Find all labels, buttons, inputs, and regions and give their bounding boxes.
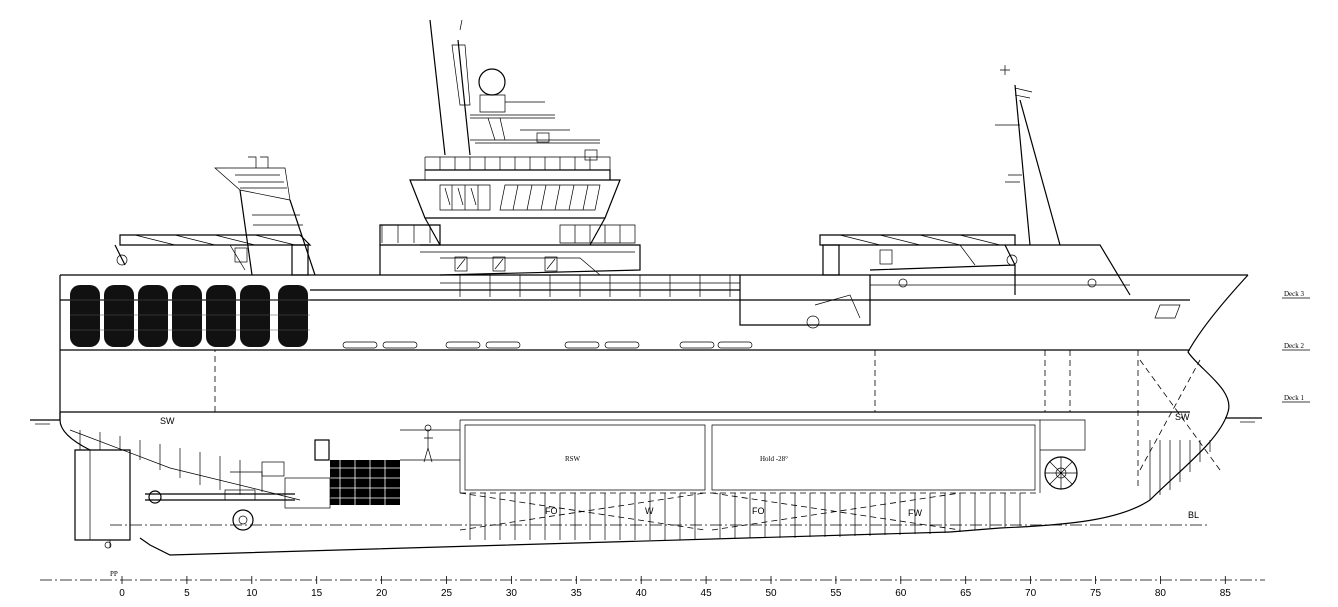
- deck-2-label: Deck 2: [1284, 342, 1305, 350]
- aft-crane: [114, 234, 312, 276]
- deck-rollers: [342, 341, 753, 349]
- scale-tick-label: 5: [184, 588, 190, 599]
- fwd-crane: [806, 234, 1018, 329]
- scale-tick-label: 0: [119, 588, 125, 599]
- scale-tick-label: 65: [960, 588, 972, 599]
- scale-tick-label: 55: [830, 588, 842, 599]
- superstructure: [214, 19, 1245, 326]
- scale-tick-label: 70: [1025, 588, 1037, 599]
- fo-tank-label-1: FO: [545, 506, 558, 516]
- frame-scale: 0 5 10 15 20 25 30 35 40 45 50 55 60 65 70 75 80 85: [40, 576, 1265, 599]
- scale-tick-label: 10: [246, 588, 258, 599]
- main-engine: [224, 419, 1086, 531]
- deck-1-label: Deck 1: [1284, 394, 1305, 402]
- scale-tick-label: 45: [701, 588, 713, 599]
- fo-tank-label-2: FO: [752, 506, 765, 516]
- scale-tick-label: 60: [895, 588, 907, 599]
- trawl-net-drums: [70, 285, 310, 347]
- scale-tick-label: 30: [506, 588, 518, 599]
- scale-tick-label: 15: [311, 588, 323, 599]
- scale-tick-label: 80: [1155, 588, 1167, 599]
- scale-tick-label: 25: [441, 588, 453, 599]
- person-figure-icon: [423, 424, 433, 463]
- scale-tick-label: 85: [1220, 588, 1232, 599]
- scale-tick-label: 50: [765, 588, 777, 599]
- pp-label: PP: [110, 570, 118, 578]
- deck-3-label: Deck 3: [1284, 290, 1305, 298]
- sw-label-aft: SW: [160, 416, 175, 426]
- rsw-hold-label: RSW: [565, 455, 581, 463]
- scale-tick-label: 40: [636, 588, 648, 599]
- drawing-labels: Deck 3 Deck 2 Deck 1 SW SW BL RSW Hold -…: [110, 290, 1310, 578]
- scale-tick-label: 20: [376, 588, 388, 599]
- sw-label-fwd: SW: [1175, 412, 1190, 422]
- water-tank-label: W: [645, 506, 654, 516]
- scale-tick-label: 35: [571, 588, 583, 599]
- baseline-label: BL: [1188, 510, 1199, 520]
- hold-label: Hold -28°: [760, 455, 788, 463]
- scale-tick-label: 75: [1090, 588, 1102, 599]
- fw-tank-label: FW: [908, 508, 922, 518]
